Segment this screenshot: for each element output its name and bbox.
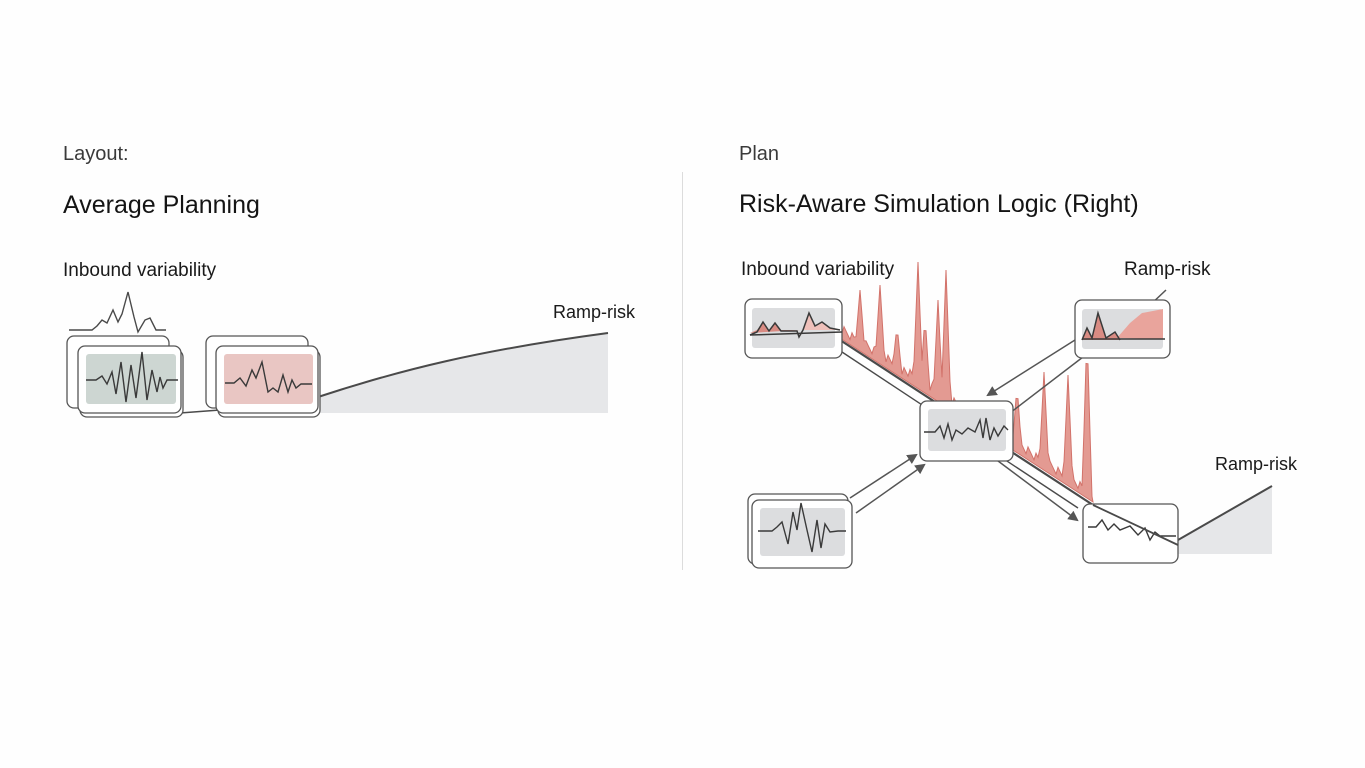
risk-spikes xyxy=(839,261,1094,504)
left-connector-line xyxy=(179,409,221,414)
right-ramp-risk-card xyxy=(1074,299,1171,359)
right-eyebrow: Plan xyxy=(739,143,780,165)
left-buffer-card xyxy=(205,335,321,418)
left-eyebrow: Layout: xyxy=(63,143,129,165)
right-output-card xyxy=(1082,503,1179,564)
left-ramp-area xyxy=(317,332,609,413)
right-title: Risk-Aware Simulation Logic (Right) xyxy=(739,190,1139,218)
right-ramp-area xyxy=(1177,485,1273,554)
risk-spike-series xyxy=(839,261,1094,504)
arrow-ramp-to-hub xyxy=(986,339,1076,397)
right-inbound-card xyxy=(744,298,843,359)
right-source-card xyxy=(747,493,853,569)
right-simulation-hub-card xyxy=(919,400,1014,462)
right-inbound-label: Inbound variability xyxy=(741,259,895,280)
arrow-source-to-hub-1 xyxy=(849,453,918,499)
panel-divider xyxy=(682,172,683,570)
left-inbound-card xyxy=(66,335,184,418)
left-inbound-waveform xyxy=(69,291,166,334)
right-ramp-label-top: Ramp-risk xyxy=(1124,259,1211,280)
right-ramp-label-bottom: Ramp-risk xyxy=(1215,454,1298,474)
left-ramp-label: Ramp-risk xyxy=(553,302,636,322)
left-inbound-label: Inbound variability xyxy=(63,260,217,281)
arrow-source-to-hub-2 xyxy=(855,463,926,514)
left-title: Average Planning xyxy=(63,191,260,219)
